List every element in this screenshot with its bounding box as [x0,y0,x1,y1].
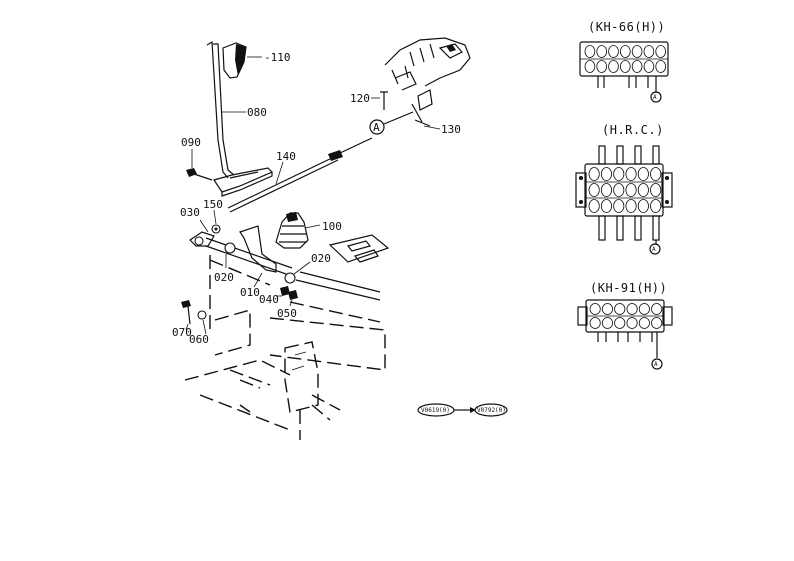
valve-section [625,167,637,181]
pedal-lever-080 [206,40,274,197]
leader-130 [423,125,441,130]
valve-section [588,199,600,213]
serial-from: V0619(0) [421,407,450,414]
fasteners-040-050 [276,261,381,307]
valve-section [650,199,662,213]
rod-140 [227,137,373,213]
callout-140: 140 [276,150,296,163]
variant-hrc-title: (H.R.C.) [602,123,664,137]
valve-section [614,303,626,315]
variant-hrc-marker: A [652,246,656,253]
callout-060: 060 [189,333,209,346]
valve-section [638,317,650,329]
valve-section [596,60,607,73]
floor-frame-outline [184,255,386,440]
valve-section [613,183,625,197]
serial-range [417,403,508,417]
valve-section [614,317,626,329]
callout-080: 080 [247,106,267,119]
callout-020-a: 020 [214,271,234,284]
callout-110: -110 [264,51,291,64]
valve-section [631,60,643,73]
valve-section [596,45,607,58]
bolt-070-washer-060 [181,300,207,335]
valve-section [650,167,662,181]
valve-section [619,60,631,73]
valve-section [655,45,666,58]
valve-kh66 [579,41,669,103]
valve-section [637,183,649,197]
valve-kh91 [577,299,673,370]
valve-section [608,45,619,58]
callout-040: 040 [259,293,279,306]
callout-130: 130 [441,123,461,136]
valve-section [600,167,612,181]
variant-kh66-marker: A [653,94,657,101]
serial-to: V0792(0) [477,407,506,414]
valve-section [643,60,655,73]
valve-section [601,317,613,329]
valve-section [655,60,666,73]
valve-section [584,45,596,58]
marker-a-main-label: A [373,121,380,134]
callout-030: 030 [180,206,200,219]
slotted-plate [328,234,390,263]
valve-section [589,317,601,329]
valve-section [619,45,631,58]
callout-120: 120 [350,92,370,105]
marker-a-main [369,111,414,135]
variant-kh66-title: (KH-66(H)) [588,20,665,34]
valve-hrc [575,145,673,255]
rubber-boot-100 [275,212,321,249]
pivot-assembly [189,209,221,247]
pedal-knob-110 [222,42,262,79]
callout-090: 090 [181,136,201,149]
valve-section [584,60,596,73]
valve-section [588,183,600,197]
valve-section [625,183,637,197]
valve-section [643,45,655,58]
valve-section [626,317,638,329]
callout-050: 050 [277,307,297,320]
valve-section [600,199,612,213]
valve-section [601,303,613,315]
valve-section [625,199,637,213]
callout-020-b: 020 [311,252,331,265]
valve-section [637,167,649,181]
valve-section [589,303,601,315]
bolt-090 [186,149,213,181]
valve-section [613,199,625,213]
control-valve-block [384,37,471,127]
shaft-010 [205,225,293,288]
valve-section [588,167,600,181]
valve-section [626,303,638,315]
valve-section [638,303,650,315]
valve-section [650,183,662,197]
valve-section [651,317,663,329]
valve-section [613,167,625,181]
variant-kh91-title: (KH-91(H)) [590,281,667,295]
variant-kh91-marker: A [654,361,658,368]
valve-section [651,303,663,315]
valve-section [608,60,619,73]
pin-120 [371,91,388,110]
callout-070: 070 [172,326,192,339]
valve-section [637,199,649,213]
callout-150: 150 [203,198,223,211]
valve-section [631,45,643,58]
callout-100: 100 [322,220,342,233]
callout-010: 010 [240,286,260,299]
valve-section [600,183,612,197]
